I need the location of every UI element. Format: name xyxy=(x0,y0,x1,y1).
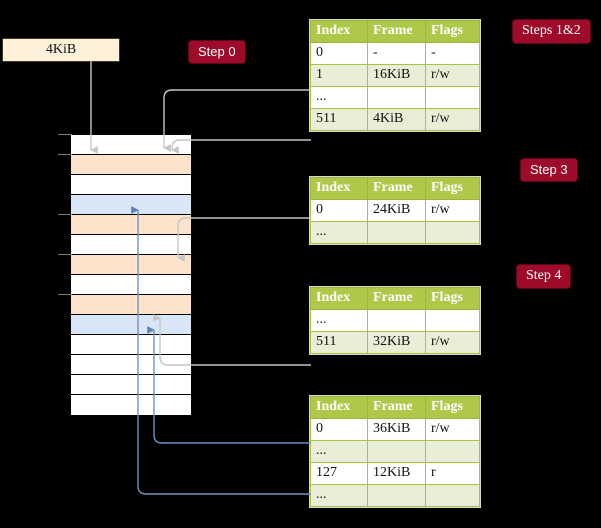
table-cell xyxy=(425,86,480,110)
table-cell: 0 xyxy=(310,199,368,223)
table-cell xyxy=(367,440,426,464)
table-cell: ... xyxy=(310,309,368,333)
table-cell: 12KiB xyxy=(367,462,426,486)
memory-frame-cell xyxy=(71,375,191,395)
memory-frame-cell xyxy=(71,295,191,315)
memory-frame-cell xyxy=(71,155,191,175)
column-header-flags: Flags xyxy=(425,395,480,420)
memory-frame-cell xyxy=(71,135,191,155)
wire-step12-b xyxy=(171,139,311,154)
table-cell: 511 xyxy=(310,331,368,355)
memory-frame-cell xyxy=(71,175,191,195)
wire-step3 xyxy=(177,217,311,262)
table-cell xyxy=(425,221,480,245)
memory-frame-cell xyxy=(71,355,191,375)
table-row: 0-- xyxy=(310,42,480,66)
table-cell xyxy=(367,484,426,508)
table-row: ... xyxy=(310,86,480,110)
table-cell: 1 xyxy=(310,64,368,88)
column-header-frame: Frame xyxy=(367,176,426,201)
table-cell: ... xyxy=(310,484,368,508)
physical-memory-column xyxy=(70,134,191,415)
table-cell: 24KiB xyxy=(367,199,426,223)
table-cell: ... xyxy=(310,221,368,245)
memory-frame-cell xyxy=(71,255,191,275)
table-cell xyxy=(425,440,480,464)
table-row: ... xyxy=(310,309,480,333)
column-header-flags: Flags xyxy=(425,19,480,44)
memory-frame-tick xyxy=(58,134,72,135)
memory-frame-tick xyxy=(58,254,72,255)
table-cell: r/w xyxy=(425,331,480,355)
column-header-frame: Frame xyxy=(367,395,426,420)
table-cell: 4KiB xyxy=(367,108,426,132)
memory-frame-cell xyxy=(71,395,191,415)
table-cell: 0 xyxy=(310,418,368,442)
column-header-index: Index xyxy=(310,395,368,420)
table-cell xyxy=(425,309,480,333)
table-cell xyxy=(425,484,480,508)
table-row: ... xyxy=(310,221,480,245)
table-cell xyxy=(367,309,426,333)
table-cell: 0 xyxy=(310,42,368,66)
memory-frame-cell xyxy=(71,195,191,215)
table-cell: 32KiB xyxy=(367,331,426,355)
column-header-index: Index xyxy=(310,19,368,44)
table-cell: 511 xyxy=(310,108,368,132)
memory-frame-cell xyxy=(71,235,191,255)
memory-frame-cell xyxy=(71,215,191,235)
table-cell xyxy=(367,221,426,245)
column-header-index: Index xyxy=(310,286,368,311)
badge-step-3: Step 3 xyxy=(521,159,577,181)
badge-step-0: Step 0 xyxy=(189,41,245,63)
column-header-flags: Flags xyxy=(425,176,480,201)
table-cell: ... xyxy=(310,440,368,464)
table-row: ... xyxy=(310,484,480,508)
memory-frame-tick xyxy=(58,154,72,155)
table-row: ... xyxy=(310,440,480,464)
badge-step-4: Step 4 xyxy=(517,265,571,288)
column-header-frame: Frame xyxy=(367,19,426,44)
table-cell: - xyxy=(367,42,426,66)
memory-frame-tick xyxy=(58,214,72,215)
memory-frame-cell xyxy=(71,275,191,295)
source-frame-label: 4KiB xyxy=(45,42,77,57)
table-cell: ... xyxy=(310,86,368,110)
memory-frame-cell xyxy=(71,335,191,355)
source-frame-box: 4KiB xyxy=(2,38,120,62)
column-header-index: Index xyxy=(310,176,368,201)
table-cell: - xyxy=(425,42,480,66)
table-cell: 16KiB xyxy=(367,64,426,88)
table-cell: r/w xyxy=(425,64,480,88)
memory-frame-tick xyxy=(58,294,72,295)
table-cell: r xyxy=(425,462,480,486)
memory-frame-cell xyxy=(71,315,191,335)
table-cell: r/w xyxy=(425,199,480,223)
table-cell: 127 xyxy=(310,462,368,486)
column-header-frame: Frame xyxy=(367,286,426,311)
badge-steps-1-2: Steps 1&2 xyxy=(513,20,590,43)
column-header-flags: Flags xyxy=(425,286,480,311)
table-cell: r/w xyxy=(425,108,480,132)
table-cell: r/w xyxy=(425,418,480,442)
table-cell xyxy=(367,86,426,110)
table-cell: 36KiB xyxy=(367,418,426,442)
